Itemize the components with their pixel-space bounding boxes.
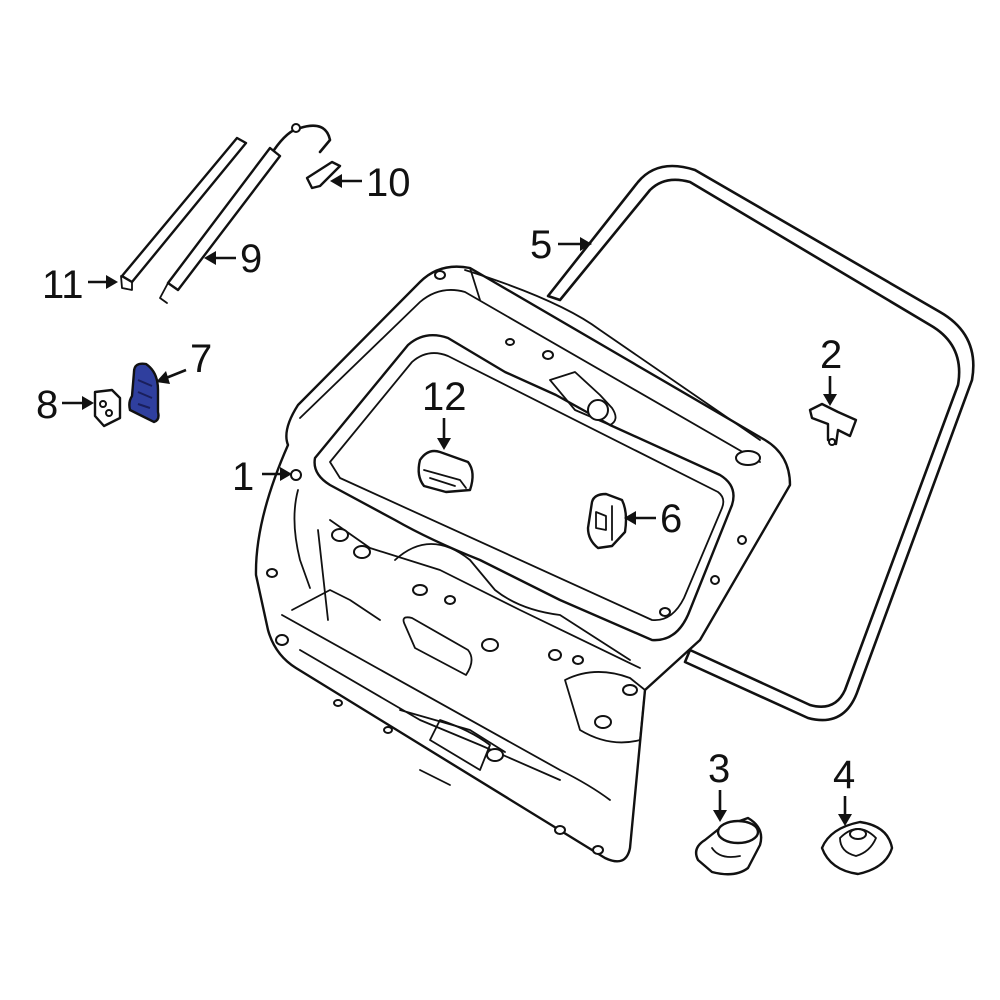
callout-5: 5: [530, 223, 592, 267]
svg-text:7: 7: [190, 337, 212, 381]
callout-3: 3: [708, 747, 730, 822]
svg-text:11: 11: [42, 263, 84, 307]
part-8-plate: [93, 388, 122, 428]
part-7-hinge: [128, 362, 160, 424]
part-9-strut: [159, 123, 332, 304]
svg-text:4: 4: [833, 753, 855, 797]
part-10-clip: [305, 160, 342, 190]
callout-11: 11: [42, 263, 118, 307]
part-1-liftgate: [254, 265, 792, 863]
svg-text:2: 2: [820, 333, 842, 377]
part-12-module: [417, 449, 474, 494]
part-11-rod: [120, 136, 248, 291]
part-4-cap: [820, 820, 894, 876]
callout-1: 1: [232, 455, 292, 499]
part-2-bracket: [808, 402, 858, 446]
callout-9: 9: [204, 237, 262, 281]
svg-text:1: 1: [232, 455, 254, 499]
svg-text:5: 5: [530, 223, 552, 267]
callout-8: 8: [36, 383, 94, 427]
svg-text:9: 9: [240, 237, 262, 281]
svg-text:12: 12: [422, 375, 467, 419]
callout-7: 7: [156, 337, 212, 384]
callout-10: 10: [330, 161, 411, 205]
svg-text:3: 3: [708, 747, 730, 791]
callout-4: 4: [833, 753, 855, 826]
callout-12: 12: [422, 375, 467, 450]
callout-6: 6: [624, 497, 682, 541]
svg-text:8: 8: [36, 383, 58, 427]
callout-2: 2: [820, 333, 842, 406]
svg-text:10: 10: [366, 161, 411, 205]
svg-text:6: 6: [660, 497, 682, 541]
part-3-stopper: [694, 816, 763, 876]
